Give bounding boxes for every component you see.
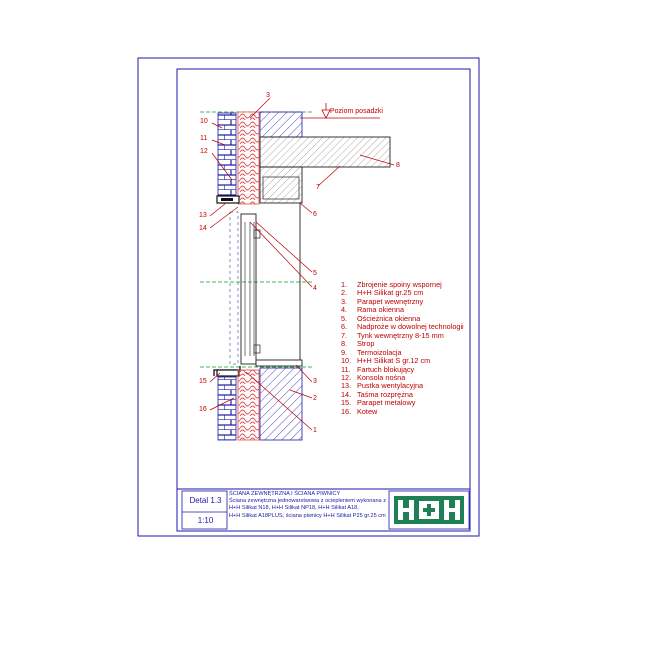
legend-item: 4.Rama okienna: [341, 305, 405, 315]
title-line: H+H Silikat N18, H+H Silikat NP18, H+H S…: [229, 505, 359, 512]
title-line: H+H Silikat A18PLUS, ściana piwnicy H+H …: [229, 512, 386, 519]
legend-item: 11.Fartuch blokujący: [341, 364, 415, 374]
legend-item: 5.Ościeżnica okienna: [341, 313, 421, 323]
callout-7: 7: [316, 184, 320, 191]
outer-frame: [137, 57, 480, 537]
legend-item: 1.Zbrojenie spoiny wspornej: [341, 280, 442, 289]
legend-item: 12.Konsola nośna: [341, 372, 406, 382]
legend-item: 10.H+H Silikat S gr.12 cm: [341, 356, 431, 366]
inner-frame: [176, 68, 471, 532]
callout-14: 14: [199, 225, 207, 232]
logo: [394, 496, 464, 524]
legend-item: 16.Kotew: [341, 406, 378, 416]
callout-4: 4: [313, 285, 317, 292]
legend-item: 15.Parapet metalowy: [341, 398, 416, 408]
legend-item: 9.Termoizolacja: [341, 347, 402, 357]
legend-item: 7.Tynk wewnętrzny 8-15 mm: [341, 330, 444, 340]
legend-item: 2.H+H Silikat gr.25 cm: [341, 288, 424, 298]
callout-2: 2: [313, 395, 317, 402]
legend: 1.Zbrojenie spoiny wspornej 2.H+H Silika…: [341, 280, 464, 416]
callout-3: 3: [313, 378, 317, 385]
callout-13: 13: [199, 212, 207, 219]
callout-16: 16: [199, 406, 207, 413]
section-drawing: [200, 97, 395, 441]
callout-12: 12: [200, 148, 208, 155]
legend-item: 3.Parapet wewnętrzny: [341, 296, 424, 306]
legend-item: 14.Taśma rozprężna: [341, 389, 413, 399]
callout-11: 11: [200, 135, 208, 142]
legend-item: 13.Pustka wentylacyjna: [341, 381, 424, 391]
title-description: ŚCIANA ZEWNĘTRZNA I ŚCIANA PIWNICY Ścian…: [229, 491, 386, 520]
floor-level-label: Poziom posadzki: [330, 108, 383, 115]
drawing-scale: 1:10: [197, 516, 214, 525]
legend-item: 8.Strop: [341, 339, 375, 349]
legend-item: 6.Nadproże w dowolnej technologii: [341, 322, 464, 332]
callout-1: 1: [313, 427, 317, 434]
callout-3: 3: [266, 92, 270, 99]
callout-6: 6: [313, 211, 317, 218]
title-line: Ściana zewnętrzna jednowarstwowa z ociep…: [229, 498, 387, 505]
callout-15: 15: [199, 378, 207, 385]
title-heading: ŚCIANA ZEWNĘTRZNA I ŚCIANA PIWNICY: [229, 491, 341, 497]
callout-5: 5: [313, 270, 317, 277]
detail-reference: Detal 1.3: [189, 496, 222, 505]
callout-10: 10: [200, 118, 208, 125]
title-block: [181, 490, 470, 530]
callout-8: 8: [396, 162, 400, 169]
